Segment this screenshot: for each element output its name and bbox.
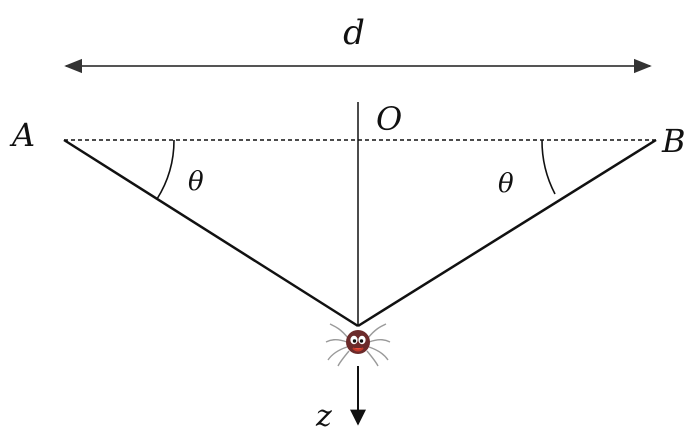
angle-left-label: θ	[188, 167, 204, 197]
angle-right-label: θ	[498, 169, 514, 199]
rope-right	[357, 138, 657, 328]
origin-label: O	[376, 100, 402, 138]
point-a-label: A	[9, 116, 35, 154]
z-axis-label: z	[315, 399, 332, 430]
rope-left	[63, 138, 359, 328]
point-b-label: B	[661, 122, 684, 160]
angle-arc-right	[541, 139, 556, 195]
distance-label: d	[343, 13, 365, 53]
spider-icon	[325, 323, 391, 367]
angle-arc-left	[156, 139, 175, 200]
